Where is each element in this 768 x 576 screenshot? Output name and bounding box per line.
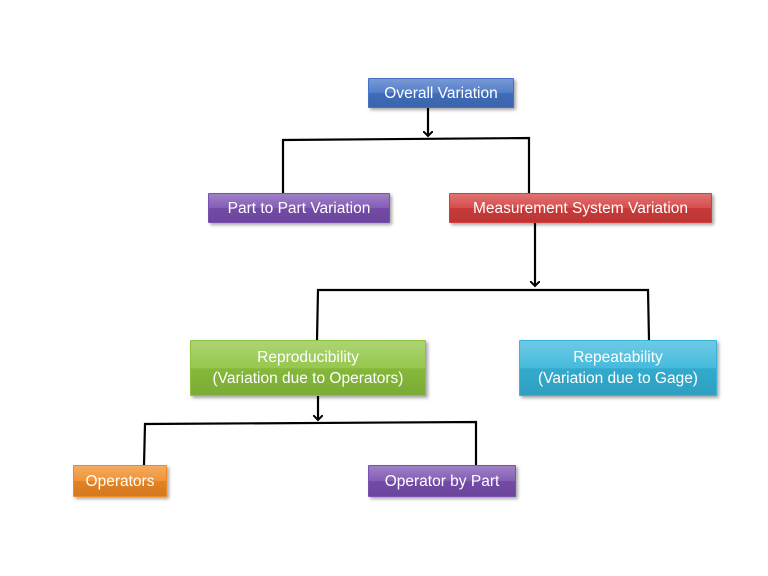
node-label-subtitle: (Variation due to Operators) xyxy=(212,370,404,387)
node-overall-variation: Overall Variation xyxy=(368,78,514,108)
connector-repro-branch xyxy=(142,420,478,466)
node-label-title: Repeatability xyxy=(573,349,663,366)
node-measurement-system-variation: Measurement System Variation xyxy=(449,193,712,223)
connector-overall-branch xyxy=(281,136,531,193)
connector-msv-branch xyxy=(315,288,651,341)
node-label: Measurement System Variation xyxy=(472,199,689,217)
node-label: Operators xyxy=(85,472,155,490)
node-reproducibility: Reproducibility (Variation due to Operat… xyxy=(190,340,426,396)
node-label: Overall Variation xyxy=(384,84,498,102)
node-label-subtitle: (Variation due to Gage) xyxy=(538,370,698,387)
node-part-to-part-variation: Part to Part Variation xyxy=(208,193,390,223)
node-label: Operator by Part xyxy=(384,472,500,490)
node-label-title: Reproducibility xyxy=(257,349,359,366)
node-operators: Operators xyxy=(73,465,167,497)
node-repeatability: Repeatability (Variation due to Gage) xyxy=(519,340,717,396)
node-label: Part to Part Variation xyxy=(227,199,371,217)
node-operator-by-part: Operator by Part xyxy=(368,465,516,497)
